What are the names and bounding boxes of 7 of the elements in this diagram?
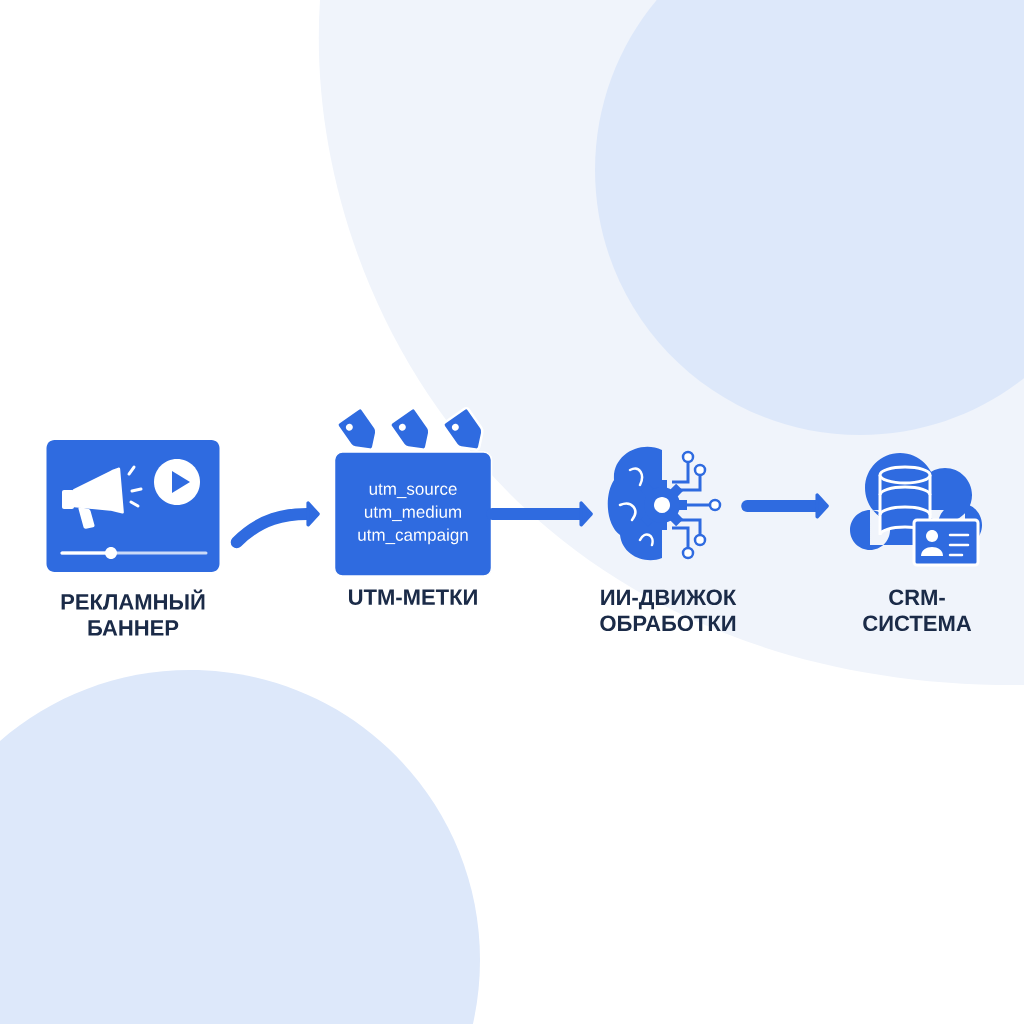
arrow — [230, 501, 320, 549]
node-label: UTM-МЕТКИ — [349, 589, 477, 605]
node-label: РЕКЛАМНЫЙ БАННЕР — [61, 589, 205, 636]
node-label: CRM- СИСТЕМА — [863, 589, 972, 632]
arrow — [741, 493, 829, 519]
tag-card: utm_source utm_medium utm_campaign — [333, 406, 493, 577]
node-label: ИИ-ДВИЖОК ОБРАБОТКИ — [600, 589, 737, 632]
